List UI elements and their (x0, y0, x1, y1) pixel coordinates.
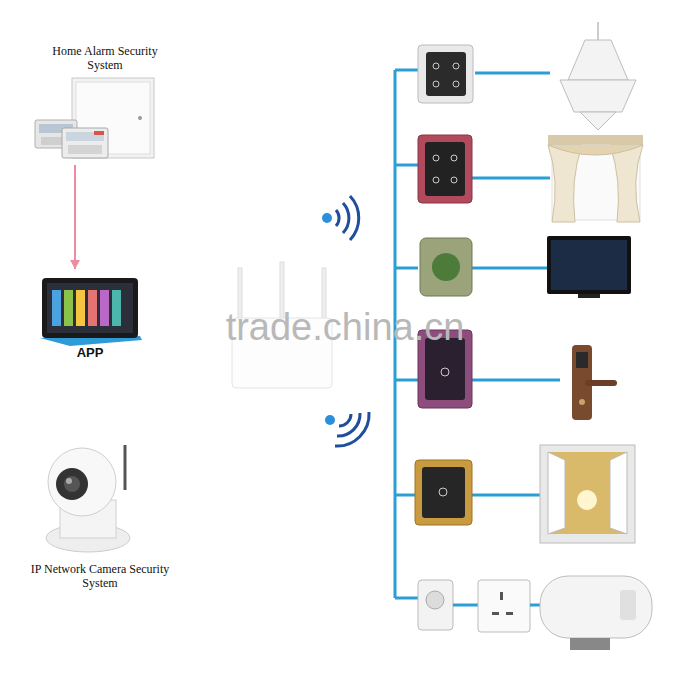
chandelier (560, 22, 636, 130)
ip-camera (46, 445, 130, 552)
tablet-app (40, 278, 142, 346)
door-lock (572, 345, 617, 420)
device-label: IP Network Camera Security System (30, 562, 170, 590)
window (540, 445, 635, 543)
television (547, 236, 631, 298)
flow-arrow (70, 165, 80, 269)
device-node: Home Alarm Security System (30, 40, 180, 162)
device-node: IP Network Camera Security System (15, 440, 185, 596)
curtain (548, 135, 643, 222)
socket-and-heater (418, 576, 652, 650)
watermark: trade.china.cn (195, 305, 495, 349)
device-label: Home Alarm Security System (49, 44, 161, 72)
alarm-panel (35, 78, 154, 158)
wall-switch (415, 45, 473, 525)
device-node: APP (35, 272, 145, 368)
app-label: APP (40, 346, 140, 360)
